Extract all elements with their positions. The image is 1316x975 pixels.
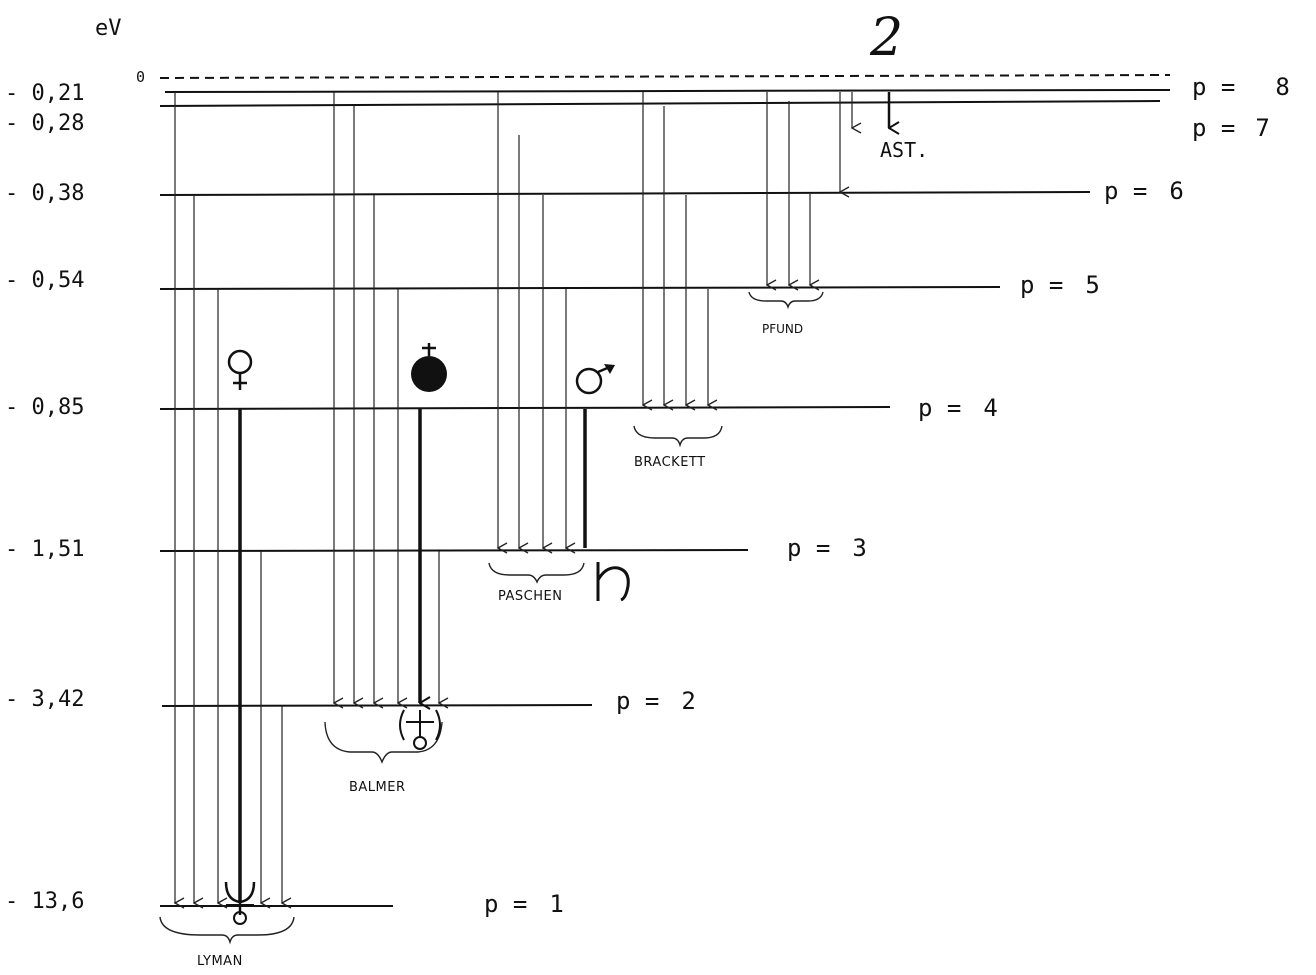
brackett-brace	[633, 425, 723, 448]
brackett-label: BRACKETT	[634, 455, 706, 470]
ionization-limit-line	[159, 74, 1171, 79]
pfund-transitions	[767, 92, 810, 285]
level-line-p3	[159, 549, 749, 552]
uranus-symbol-icon	[399, 709, 441, 750]
balmer-label: BALMER	[349, 780, 406, 795]
energy-label-p1: - 13,6	[5, 889, 84, 914]
energy-label-p4: - 0,85	[5, 395, 84, 420]
level-line-p7	[159, 100, 1161, 107]
zero-marker: 0	[136, 68, 145, 86]
paschen-label: PASCHEN	[498, 589, 562, 604]
lyman-transitions	[175, 92, 282, 903]
p-label-1: p =1	[484, 890, 564, 918]
energy-label-p5: - 0,54	[5, 268, 84, 293]
balmer-transitions	[334, 92, 439, 703]
p-label-7: p =7	[1192, 114, 1270, 142]
venus-symbol-icon	[227, 349, 253, 390]
paschen-transitions	[498, 92, 587, 548]
pfund-brace	[748, 291, 824, 310]
mars-symbol-icon	[575, 364, 615, 395]
energy-label-p7: - 0,28	[5, 111, 84, 136]
p-label-3: p =3	[787, 534, 867, 562]
energy-label-p2: - 3,42	[5, 687, 84, 712]
level-line-p2	[161, 704, 593, 707]
energy-label-p3: - 1,51	[5, 537, 84, 562]
unit-label: eV	[95, 16, 122, 41]
level-line-p5	[159, 286, 1001, 290]
level-line-p6	[159, 191, 1091, 196]
saturn-symbol-icon	[596, 562, 630, 602]
p-label-5: p =5	[1020, 271, 1100, 299]
lyman-label: LYMAN	[197, 954, 243, 969]
asteroid-transitions	[840, 92, 889, 192]
level-line-p8	[164, 89, 1171, 93]
level-line-p4	[159, 406, 891, 410]
neptune-symbol-icon	[224, 880, 256, 925]
earth-symbol-icon	[411, 343, 447, 392]
pfund-label: PFUND	[762, 322, 803, 336]
paschen-brace	[488, 562, 585, 584]
lyman-brace	[159, 916, 295, 945]
p-label-4: p =4	[918, 394, 998, 422]
energy-label-p8: - 0,21	[5, 81, 84, 106]
p-label-6: p =6	[1104, 177, 1184, 205]
brackett-transitions	[643, 92, 708, 405]
p-label-8: p =8	[1192, 73, 1290, 101]
balmer-brace	[324, 721, 443, 764]
ast-label: AST.	[880, 138, 928, 162]
energy-label-p6: - 0,38	[5, 181, 84, 206]
p-label-2: p =2	[616, 687, 696, 715]
top-marker: 2	[869, 8, 903, 68]
